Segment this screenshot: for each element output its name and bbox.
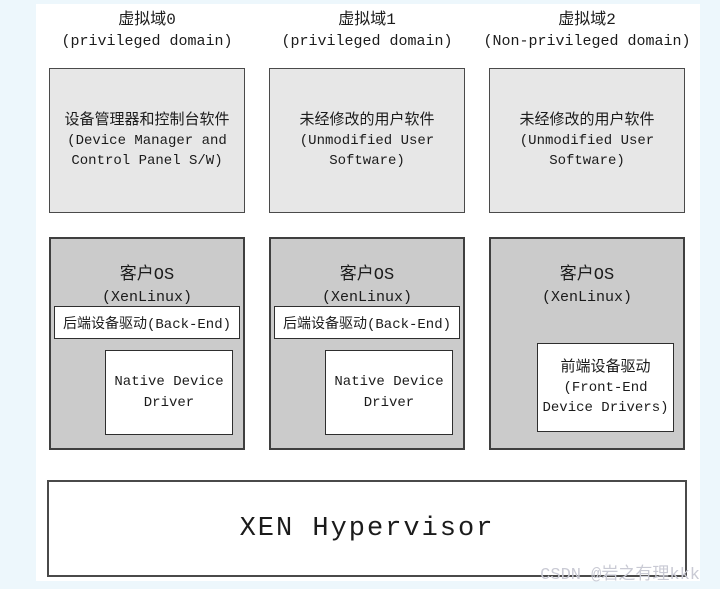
domain-2-driver-line3: Device Drivers) (542, 399, 669, 416)
domain-column-2: 虚拟域2 (Non-privileged domain) 未经修改的用户软件 (… (483, 8, 691, 450)
domain-0-guest-os-title: 客户OS (XenLinux) (51, 265, 243, 309)
domain-0-driver-line1: Native Device (114, 373, 224, 390)
domain-2-title-cn: 虚拟域2 (558, 11, 616, 29)
domain-2-title-en: (Non-privileged domain) (483, 33, 691, 50)
domain-2-driver-line1: 前端设备驱动 (560, 358, 651, 376)
page-edge-right (700, 0, 720, 589)
domain-1-software-box: 未经修改的用户软件 (Unmodified User Software) (269, 68, 465, 213)
domain-column-0: 虚拟域0 (privileged domain) 设备管理器和控制台软件 (De… (49, 8, 245, 450)
domain-1-native-driver-box: Native Device Driver (325, 350, 453, 435)
domain-1-os-title-en: (XenLinux) (321, 289, 412, 306)
page-edge-top (0, 0, 720, 4)
domain-1-header: 虚拟域1 (privileged domain) (281, 10, 452, 52)
domain-2-os-title-cn: 客户OS (559, 266, 615, 285)
domain-0-software-line1: 设备管理器和控制台软件 (64, 111, 230, 129)
domain-1-driver-line2: Driver (363, 394, 415, 411)
domain-1-title-en: (privileged domain) (281, 33, 453, 50)
domain-2-software-line3: Software) (549, 152, 625, 169)
domain-0-title-en: (privileged domain) (61, 33, 233, 50)
domain-1-title-cn: 虚拟域1 (338, 11, 396, 29)
domain-0-software-box: 设备管理器和控制台软件 (Device Manager and Control … (49, 68, 245, 213)
domain-2-header: 虚拟域2 (Non-privileged domain) (483, 10, 690, 52)
domain-0-software-line2: (Device Manager and (67, 132, 227, 149)
domain-1-backend-label: 后端设备驱动(Back-End) (282, 316, 451, 333)
domain-column-1: 虚拟域1 (privileged domain) 未经修改的用户软件 (Unmo… (269, 8, 465, 450)
domain-1-guest-os-title: 客户OS (XenLinux) (271, 265, 463, 309)
domain-2-guest-os-box: 客户OS (XenLinux) 前端设备驱动 (Front-End Device… (489, 237, 685, 450)
domain-0-native-driver-box: Native Device Driver (105, 350, 233, 435)
domain-1-backend-driver-box: 后端设备驱动(Back-End) (274, 306, 460, 339)
domain-0-header: 虚拟域0 (privileged domain) (61, 10, 232, 52)
domain-2-software-box: 未经修改的用户软件 (Unmodified User Software) (489, 68, 685, 213)
domain-0-software-line3: Control Panel S/W) (71, 152, 223, 169)
domain-1-os-title-cn: 客户OS (339, 266, 395, 285)
domain-1-software-line2: (Unmodified User (299, 132, 435, 149)
domain-1-guest-os-box: 客户OS (XenLinux) 后端设备驱动(Back-End) Native … (269, 237, 465, 450)
domain-0-os-title-en: (XenLinux) (101, 289, 192, 306)
page-edge-left (0, 0, 36, 589)
domain-2-software-line2: (Unmodified User (519, 132, 655, 149)
domain-1-software-line3: Software) (329, 152, 405, 169)
domain-0-os-title-cn: 客户OS (119, 266, 175, 285)
domain-2-driver-line2: (Front-End (563, 379, 648, 396)
domain-0-backend-driver-box: 后端设备驱动(Back-End) (54, 306, 240, 339)
domain-1-software-line1: 未经修改的用户软件 (299, 111, 435, 129)
domain-2-software-line1: 未经修改的用户软件 (519, 111, 655, 129)
csdn-watermark: CSDN @岩之有理kkk (540, 566, 700, 585)
domain-0-backend-label: 后端设备驱动(Back-End) (62, 316, 231, 333)
xen-hypervisor-box: XEN Hypervisor (47, 480, 687, 577)
xen-hypervisor-label: XEN Hypervisor (239, 513, 495, 544)
page-edge-bottom (0, 581, 720, 589)
domain-1-driver-line1: Native Device (334, 373, 444, 390)
domain-0-guest-os-box: 客户OS (XenLinux) 后端设备驱动(Back-End) Native … (49, 237, 245, 450)
domain-2-guest-os-title: 客户OS (XenLinux) (491, 265, 683, 309)
domain-2-os-title-en: (XenLinux) (541, 289, 632, 306)
domain-0-driver-line2: Driver (143, 394, 195, 411)
domain-2-frontend-driver-box: 前端设备驱动 (Front-End Device Drivers) (537, 343, 674, 432)
domain-0-title-cn: 虚拟域0 (118, 11, 176, 29)
